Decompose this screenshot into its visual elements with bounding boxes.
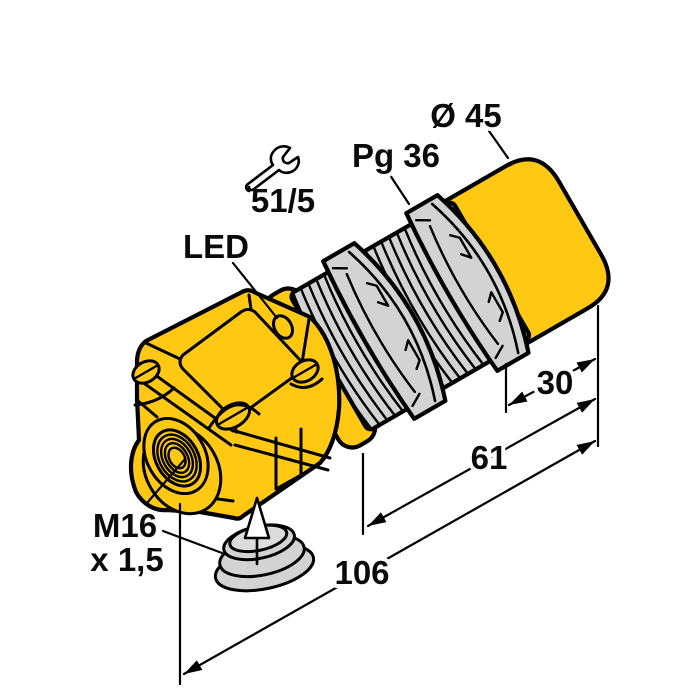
wrench-size-label: 51/5 (251, 182, 315, 219)
dim-line-106 (182, 439, 597, 676)
conduit-thread-label-line1: M16 (93, 507, 157, 544)
diameter-label: Ø 45 (430, 97, 502, 134)
hex-nut-right (404, 193, 531, 373)
led-label: LED (183, 228, 249, 265)
leader-gland-thread (386, 170, 411, 206)
screw-recess-arc-left (133, 386, 176, 407)
conduit-thread-label-line2: x 1,5 (90, 541, 163, 578)
sensor-barrel (434, 157, 611, 351)
screw-recess-arc-right (289, 377, 324, 390)
screw-recess-arch-front (207, 403, 261, 430)
housing (128, 288, 342, 521)
sensor-axis-group (263, 157, 611, 450)
corner-screw-right (290, 358, 320, 384)
leader-led (231, 261, 279, 320)
leader-m16-plug (161, 529, 224, 555)
dimension-lines (145, 129, 600, 686)
leader-m16-hole (145, 457, 187, 505)
housing-lid-edges (136, 362, 332, 472)
corner-screw-left (131, 359, 161, 385)
dim-text-61: 61 (471, 439, 508, 476)
dim-text-30: 30 (537, 364, 574, 401)
wrench-icon (244, 145, 301, 193)
dim-text-106: 106 (334, 554, 389, 591)
annotation-labels: Ø 45 Pg 36 51/5 LED M16 x 1,5 30 61 106 (86, 93, 577, 595)
housing-bevel-edges (144, 293, 311, 434)
leader-diameter (487, 129, 510, 160)
dim-line-30 (507, 357, 597, 407)
gland-thread-label: Pg 36 (352, 137, 440, 174)
